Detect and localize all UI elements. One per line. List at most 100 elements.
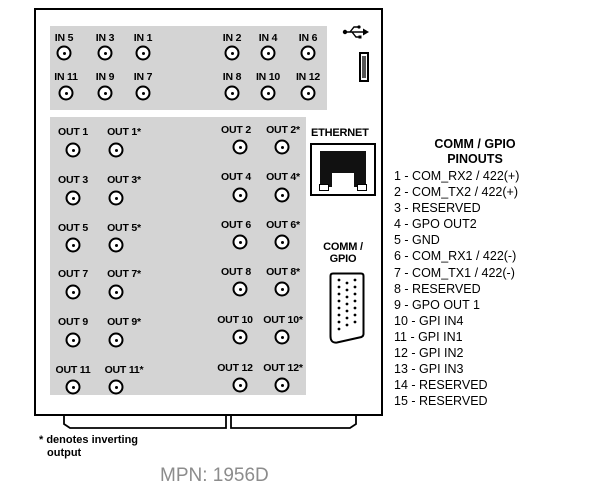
input-label: IN 12 <box>295 71 321 83</box>
output-label: OUT 1 <box>58 126 88 138</box>
bnc-connector-icon <box>108 237 124 253</box>
bnc-connector-icon <box>232 281 248 297</box>
pinouts-title: COMM / GPIO PINOUTS <box>434 137 515 167</box>
output-label: OUT 11 <box>55 364 91 376</box>
bnc-connector-icon <box>108 332 124 348</box>
input-label: IN 2 <box>222 32 242 44</box>
pinout-item: 11 - GPI IN1 <box>394 329 463 344</box>
pinouts-title-line2: PINOUTS <box>447 152 503 166</box>
pinout-item: 2 - COM_TX2 / 422(+) <box>394 185 518 200</box>
pinout-item: 5 - GND <box>394 233 440 248</box>
bnc-connector-icon <box>260 45 276 61</box>
bnc-connector-icon <box>56 45 72 61</box>
footnote-line2: output <box>47 446 82 459</box>
output-connector-area <box>50 117 306 395</box>
pinout-item: 7 - COM_TX1 / 422(-) <box>394 265 515 280</box>
output-label: OUT 4 <box>221 171 251 183</box>
rj45-socket <box>320 151 366 187</box>
pinout-item: 15 - RESERVED <box>394 394 488 409</box>
pinout-item: 9 - GPO OUT 1 <box>394 297 480 312</box>
output-label: OUT 7* <box>107 268 141 280</box>
bnc-connector-icon <box>274 329 290 345</box>
output-label: OUT 11* <box>104 364 144 376</box>
comm-gpio-label: COMM / GPIO <box>323 241 363 265</box>
pinout-item: 3 - RESERVED <box>394 201 481 216</box>
output-label: OUT 10 <box>217 314 253 326</box>
bnc-connector-icon <box>65 142 81 158</box>
output-label: OUT 12* <box>263 362 303 374</box>
bnc-connector-icon <box>260 85 276 101</box>
bnc-connector-icon <box>274 139 290 155</box>
comm-gpio-label-line1: COMM / <box>323 241 363 253</box>
bnc-connector-icon <box>135 85 151 101</box>
pinout-item: 1 - COM_RX2 / 422(+) <box>394 169 520 183</box>
input-label: IN 6 <box>298 32 318 44</box>
link-led-icon <box>319 184 329 191</box>
pinout-list: 1 - COM_RX2 / 422(+) 2 - COM_TX2 / 422(+… <box>394 168 519 409</box>
pinout-item: 12 - GPI IN2 <box>394 346 464 361</box>
bnc-connector-icon <box>97 85 113 101</box>
bnc-connector-icon <box>97 45 113 61</box>
bnc-connector-icon <box>232 187 248 203</box>
pinout-item: 10 - GPI IN4 <box>394 313 464 328</box>
ethernet-label: ETHERNET <box>311 127 369 139</box>
db15-connector-icon <box>329 272 365 344</box>
output-label: OUT 4* <box>266 171 300 183</box>
comm-gpio-label-line2: GPIO <box>329 253 357 265</box>
input-label: IN 9 <box>95 71 115 83</box>
bnc-connector-icon <box>65 190 81 206</box>
bnc-connector-icon <box>108 284 124 300</box>
bnc-connector-icon <box>108 142 124 158</box>
bnc-connector-icon <box>274 377 290 393</box>
input-label: IN 11 <box>54 71 78 83</box>
input-label: IN 4 <box>258 32 278 44</box>
bnc-connector-icon <box>232 329 248 345</box>
bnc-connector-icon <box>274 234 290 250</box>
bnc-connector-icon <box>108 190 124 206</box>
pinout-item: 13 - GPI IN3 <box>394 362 464 377</box>
bnc-connector-icon <box>224 85 240 101</box>
output-label: OUT 7 <box>58 268 88 280</box>
bnc-connector-icon <box>65 379 81 395</box>
output-label: OUT 1* <box>107 126 141 138</box>
activity-led-icon <box>357 184 367 191</box>
rj45-port-icon <box>310 143 376 196</box>
output-label: OUT 2 <box>221 124 251 136</box>
footnote-line1: * denotes inverting <box>39 434 139 446</box>
pinout-item: 4 - GPO OUT2 <box>394 217 477 232</box>
bnc-connector-icon <box>274 281 290 297</box>
inverting-footnote: * denotes inverting output <box>39 434 138 459</box>
output-label: OUT 10* <box>263 314 303 326</box>
bnc-connector-icon <box>232 234 248 250</box>
pinout-item: 14 - RESERVED <box>394 378 488 393</box>
bnc-connector-icon <box>232 139 248 155</box>
usb-port-icon <box>359 52 369 82</box>
model-part-number: MPN: 1956D <box>160 465 269 486</box>
bnc-connector-icon <box>65 237 81 253</box>
output-label: OUT 3 <box>58 174 88 186</box>
bnc-connector-icon <box>300 85 316 101</box>
pinout-item: 8 - RESERVED <box>394 281 481 296</box>
output-label: OUT 6 <box>221 219 251 231</box>
input-label: IN 8 <box>222 71 242 83</box>
input-label: IN 7 <box>133 71 153 83</box>
output-label: OUT 8 <box>221 266 251 278</box>
output-label: OUT 3* <box>107 174 141 186</box>
bnc-connector-icon <box>65 332 81 348</box>
output-label: OUT 5* <box>107 222 141 234</box>
pinouts-title-line1: COMM / GPIO <box>434 137 516 151</box>
pinout-item: 6 - COM_RX1 / 422(-) <box>394 249 517 264</box>
bnc-connector-icon <box>135 45 151 61</box>
output-label: OUT 6* <box>266 219 300 231</box>
input-label: IN 10 <box>255 71 281 83</box>
bnc-connector-icon <box>274 187 290 203</box>
output-label: OUT 5 <box>58 222 88 234</box>
input-label: IN 5 <box>54 32 74 44</box>
bnc-connector-icon <box>224 45 240 61</box>
input-connector-area <box>50 26 327 110</box>
input-label: IN 1 <box>133 32 153 44</box>
bnc-connector-icon <box>58 85 74 101</box>
output-label: OUT 9* <box>107 316 141 328</box>
output-label: OUT 12 <box>217 362 253 374</box>
